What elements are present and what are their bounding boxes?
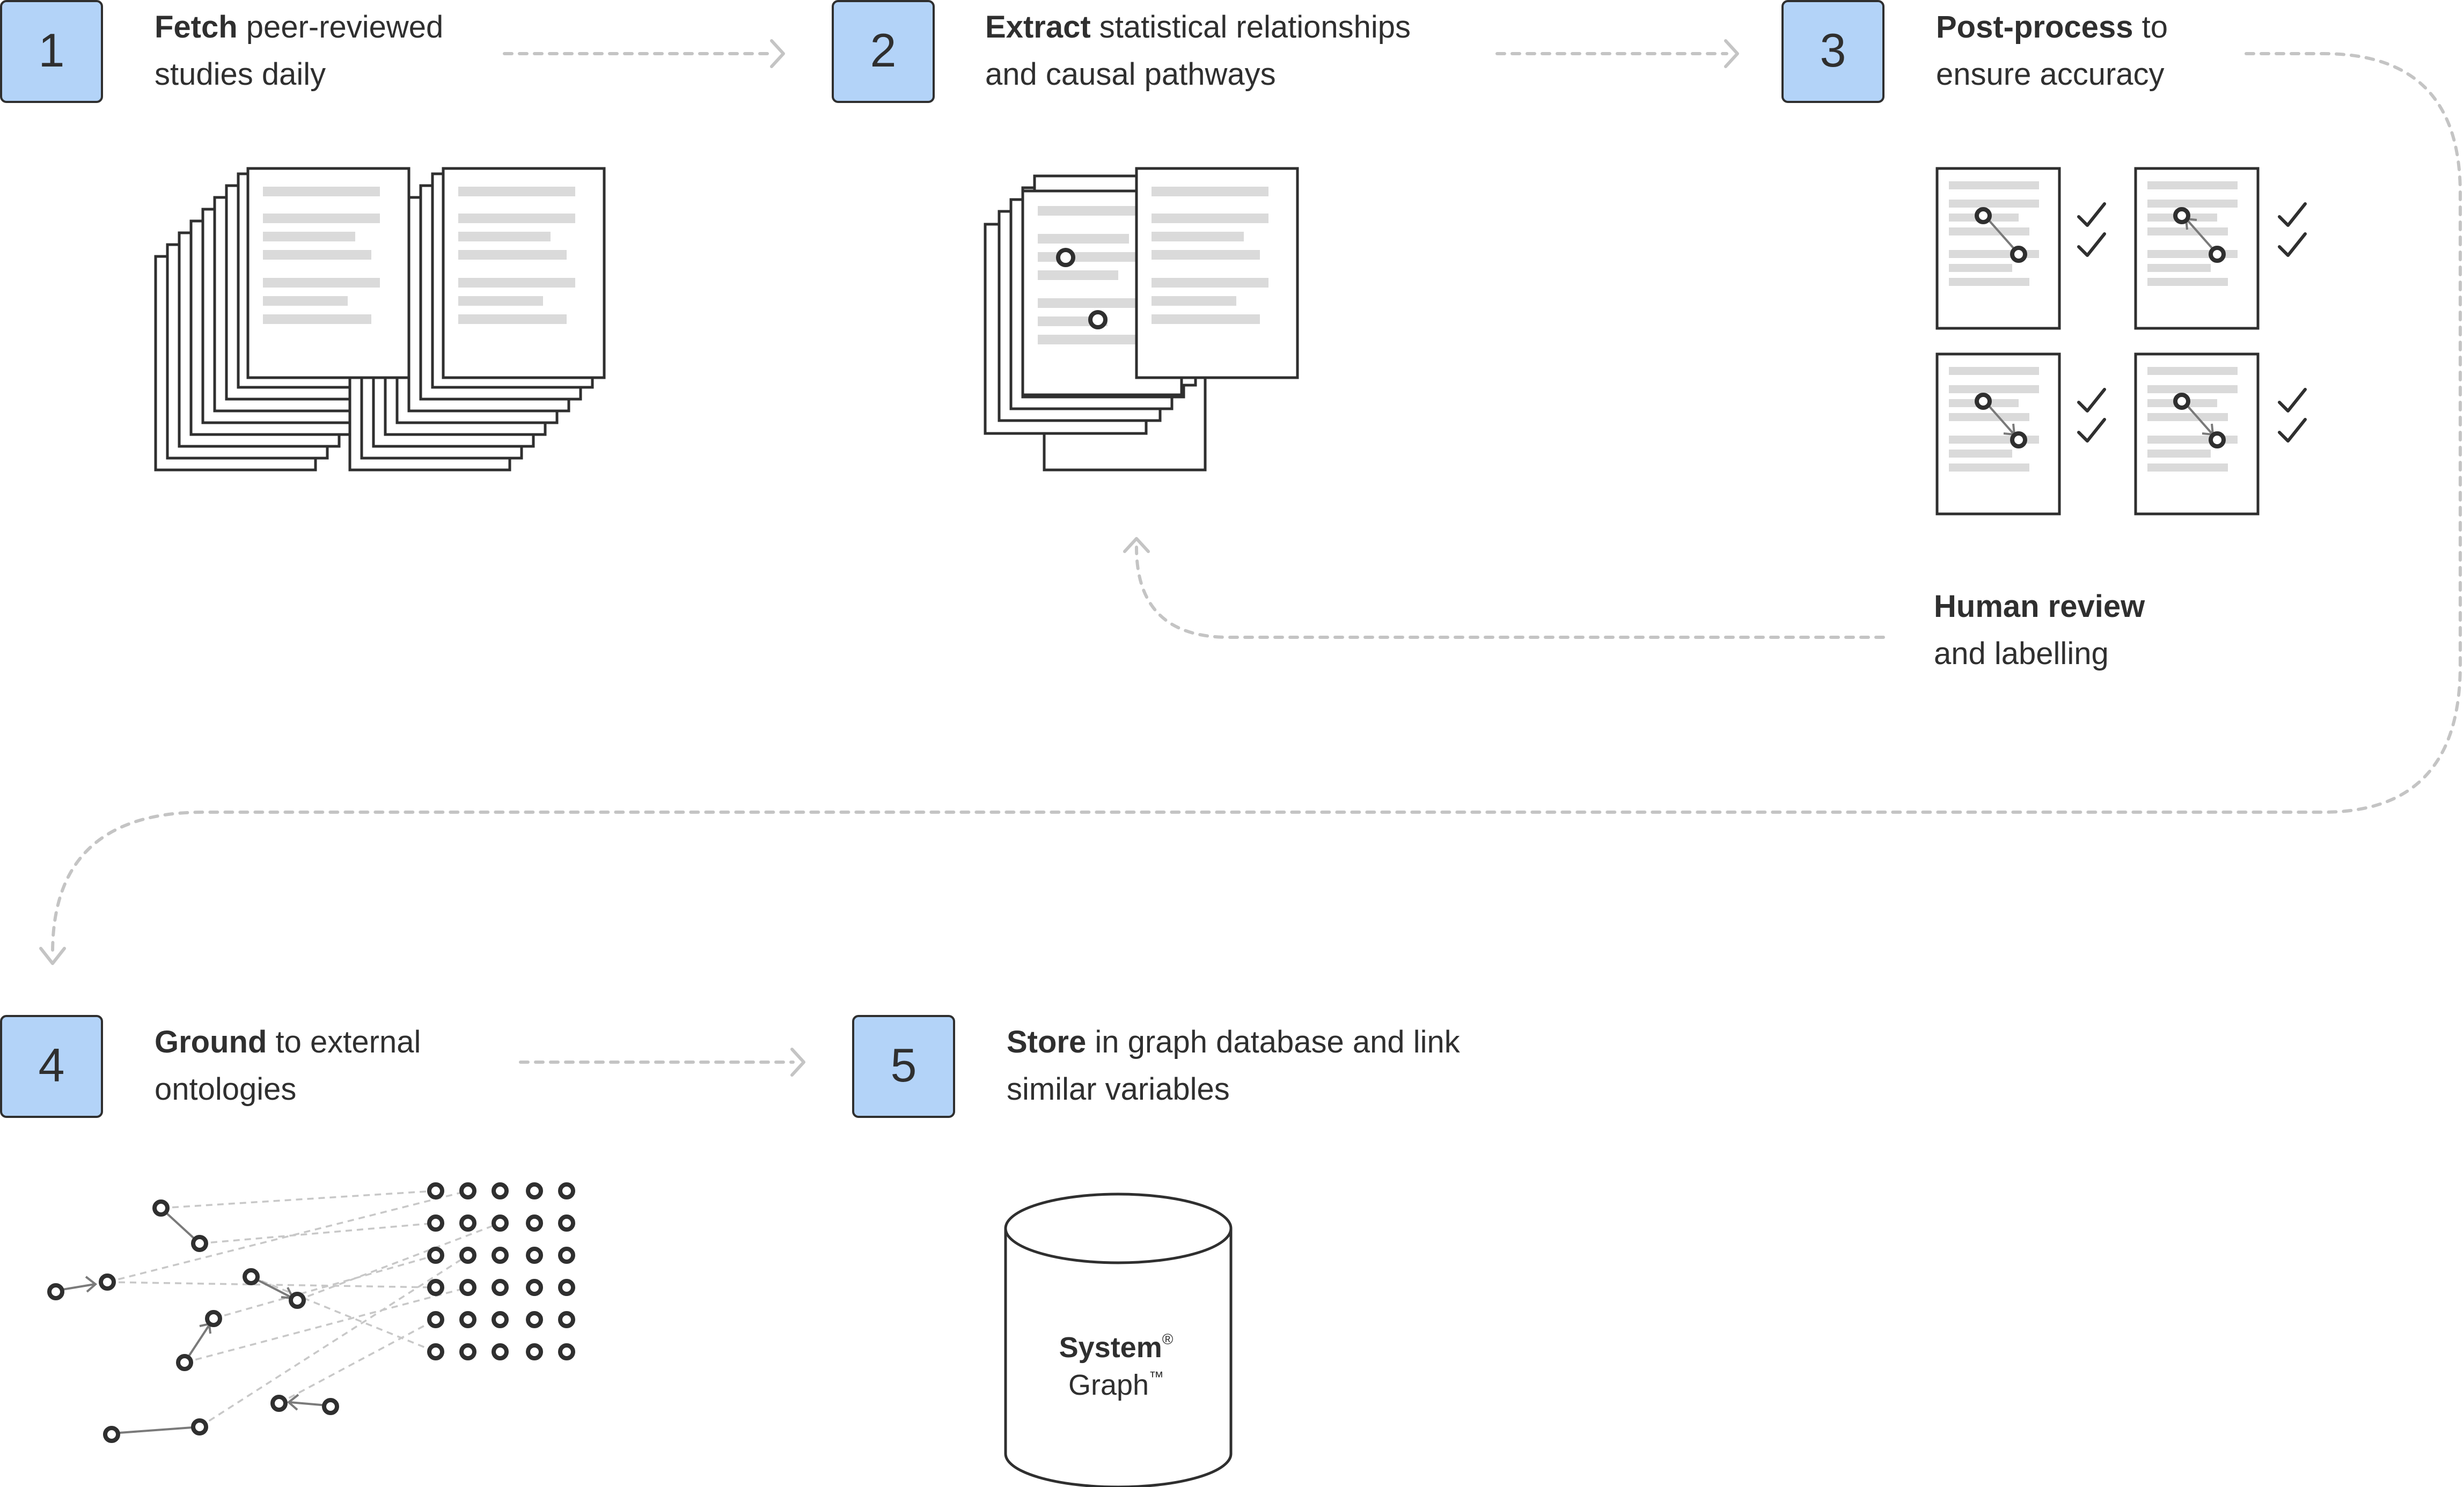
step-4-badge: 4 bbox=[0, 1015, 103, 1118]
step-4-number: 4 bbox=[39, 1039, 65, 1092]
svg-text:Ground to external: Ground to external bbox=[155, 1025, 421, 1059]
svg-text:Post-process to: Post-process to bbox=[1936, 10, 2168, 45]
step-4-title-rest: to external bbox=[267, 1025, 421, 1059]
step-3-title-rest: to bbox=[2133, 10, 2168, 45]
extracted-variable-node bbox=[1056, 248, 1075, 267]
arrow-4-to-5 bbox=[519, 1048, 805, 1077]
svg-text:Graph™: Graph™ bbox=[1068, 1368, 1164, 1401]
source-variable-nodes bbox=[47, 1199, 339, 1443]
step-2-badge: 2 bbox=[832, 0, 935, 103]
check-icon bbox=[2278, 418, 2307, 443]
step-3-title: Post-process to ensure accuracy bbox=[1936, 10, 2168, 92]
step-1-document-stacks bbox=[154, 167, 606, 472]
check-icon bbox=[2278, 202, 2307, 227]
database-name-mark: ® bbox=[1162, 1331, 1174, 1348]
step-5-number: 5 bbox=[891, 1039, 917, 1092]
human-review-label: Human review and labelling bbox=[1934, 589, 2145, 671]
human-review-bold: Human review bbox=[1934, 589, 2145, 624]
step-3-title-bold: Post-process bbox=[1936, 10, 2133, 45]
svg-text:Store in graph database and li: Store in graph database and link bbox=[1007, 1025, 1461, 1059]
check-icon bbox=[2077, 388, 2106, 413]
step-3-verified-documents bbox=[1935, 167, 2307, 516]
database-subname-mark: ™ bbox=[1149, 1368, 1164, 1385]
ontology-node-grid bbox=[427, 1182, 575, 1360]
arrow-3-to-4 bbox=[39, 52, 2462, 965]
step-2-title: Extract statistical relationships and ca… bbox=[985, 10, 1411, 92]
step-1-number: 1 bbox=[39, 24, 65, 77]
step-4-title-line2: ontologies bbox=[155, 1072, 296, 1107]
step-1-badge: 1 bbox=[0, 0, 103, 103]
step-2-number: 2 bbox=[870, 24, 897, 77]
check-icon bbox=[2077, 418, 2106, 443]
svg-text:Human review: Human review bbox=[1934, 589, 2145, 624]
step-2-extraction-documents bbox=[984, 167, 1299, 472]
step-2-title-rest: statistical relationships bbox=[1091, 10, 1411, 45]
check-icon bbox=[2077, 202, 2106, 227]
step-4-ontology-grounding bbox=[47, 1182, 575, 1443]
check-icon bbox=[2077, 232, 2106, 257]
step-3-badge: 3 bbox=[1781, 0, 1884, 103]
grounding-edges bbox=[55, 1207, 328, 1434]
arrow-1-to-2 bbox=[503, 39, 785, 68]
step-5-badge: 5 bbox=[852, 1015, 955, 1118]
step-1-title-line2: studies daily bbox=[155, 57, 326, 92]
arrow-review-to-2 bbox=[1123, 537, 1885, 639]
step-5-title-line2: similar variables bbox=[1007, 1072, 1230, 1107]
step-3-title-line2: ensure accuracy bbox=[1936, 57, 2165, 92]
arrow-2-to-3 bbox=[1495, 39, 1739, 68]
grounding-guides bbox=[107, 1190, 501, 1428]
step-4-title-bold: Ground bbox=[155, 1025, 267, 1059]
step-2-title-line2: and causal pathways bbox=[985, 57, 1276, 92]
step-3-number: 3 bbox=[1820, 24, 1846, 77]
step-2-title-bold: Extract bbox=[985, 10, 1091, 45]
step-5-title: Store in graph database and link similar… bbox=[1007, 1025, 1461, 1107]
step-1-title: Fetch peer-reviewed studies daily bbox=[155, 10, 443, 92]
step-4-title: Ground to external ontologies bbox=[155, 1025, 421, 1107]
step-1-title-rest: peer-reviewed bbox=[238, 10, 444, 45]
database-subname: Graph bbox=[1068, 1369, 1149, 1401]
step-5-title-bold: Store bbox=[1007, 1025, 1086, 1059]
svg-text:System®: System® bbox=[1059, 1331, 1174, 1364]
svg-text:Extract statistical relationsh: Extract statistical relationships bbox=[985, 10, 1411, 45]
database-name: System bbox=[1059, 1331, 1162, 1364]
check-icon bbox=[2278, 232, 2307, 257]
extracted-variable-node bbox=[1088, 310, 1108, 329]
step-5-title-rest: in graph database and link bbox=[1086, 1025, 1461, 1059]
check-icon bbox=[2278, 388, 2307, 413]
human-review-line2: and labelling bbox=[1934, 636, 2109, 671]
svg-text:Fetch peer-reviewed: Fetch peer-reviewed bbox=[155, 10, 443, 45]
database-cylinder-icon: System® Graph™ bbox=[1004, 1192, 1233, 1487]
step-1-title-bold: Fetch bbox=[155, 10, 238, 45]
